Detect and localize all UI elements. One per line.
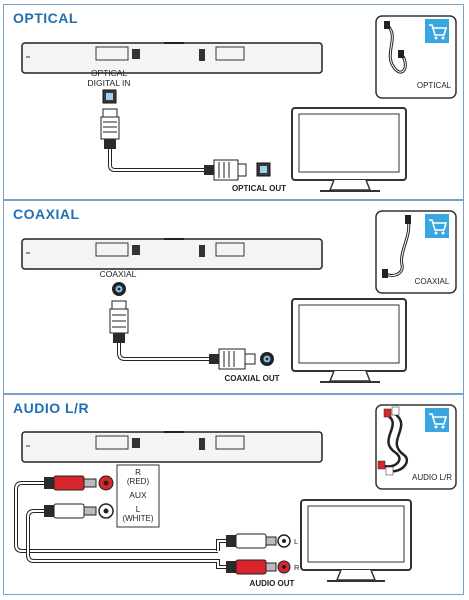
audio-cart-icon[interactable] [425, 408, 449, 432]
tv-port-label-r: R [294, 563, 300, 572]
coaxial-title: COAXIAL [13, 206, 80, 222]
optical-out-port [256, 162, 271, 177]
aux-label-white: (WHITE) [122, 514, 153, 523]
tv-icon [291, 107, 407, 192]
aux-label-red: (RED) [127, 477, 150, 486]
coaxial-out-port [260, 352, 274, 366]
optical-title: OPTICAL [13, 10, 78, 26]
rca-plug-white-right [226, 533, 277, 549]
tv-port-r [277, 560, 291, 574]
soundbar [21, 42, 323, 74]
rca-plug-red-left [44, 475, 97, 491]
soundbar [21, 431, 323, 463]
coaxial-in-port [112, 282, 126, 296]
audio-cable-label: AUDIO L/R [412, 473, 452, 482]
rca-plug-red-right [226, 559, 277, 575]
coaxial-port-label: COAXIAL [100, 269, 137, 279]
soundbar [21, 238, 323, 270]
optical-panel: OPTICAL OPTICAL DIGITAL IN [3, 4, 464, 200]
coaxial-diagram: COAXIAL COAXIAL OUT [21, 210, 457, 383]
audio-title: AUDIO L/R [13, 400, 90, 416]
coaxial-panel: COAXIAL COAXIAL [3, 200, 464, 394]
rca-plug-white-left [44, 503, 97, 519]
tv-port-l [277, 534, 291, 548]
tv-icon [300, 499, 412, 582]
aux-label-l: L [136, 505, 141, 514]
optical-out-label: OPTICAL OUT [232, 184, 286, 193]
coaxial-out-label: COAXIAL OUT [225, 374, 280, 383]
aux-label-r: R [135, 468, 141, 477]
tv-icon [291, 298, 407, 383]
tv-port-label-l: L [294, 537, 298, 546]
audio-diagram: R (RED) AUX L (WHITE) [14, 404, 457, 588]
aux-label: AUX [129, 490, 147, 500]
audio-panel: AUDIO L/R R (RED) AUX L (WHITE) [3, 394, 464, 595]
optical-cart-icon[interactable] [425, 19, 449, 43]
optical-diagram: OPTICAL DIGITAL IN [21, 15, 457, 193]
optical-port-label-2: DIGITAL IN [88, 78, 131, 88]
coaxial-cable-label: COAXIAL [415, 277, 450, 286]
aux-port-red [98, 475, 114, 491]
coaxial-cart-icon[interactable] [425, 214, 449, 238]
aux-port-white [98, 503, 114, 519]
optical-plug-tv [204, 159, 247, 181]
coaxial-plug-top [109, 300, 129, 343]
coaxial-plug-tv [209, 348, 256, 370]
optical-in-port [102, 89, 117, 104]
optical-cable-label: OPTICAL [417, 81, 452, 90]
optical-plug-top [100, 108, 120, 149]
optical-port-label-1: OPTICAL [91, 68, 128, 78]
audio-out-label: AUDIO OUT [250, 579, 295, 588]
